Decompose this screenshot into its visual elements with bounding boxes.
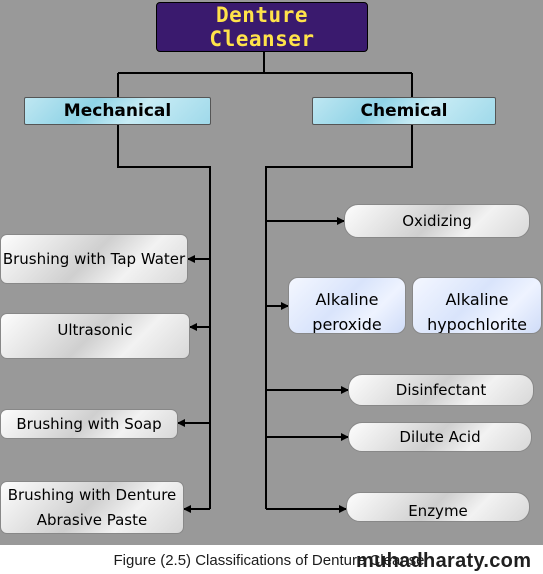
title-connector <box>117 52 413 97</box>
mechanical-box: Mechanical <box>24 97 211 125</box>
brushing-abrasive-paste-box: Brushing with Denture Abrasive Paste <box>0 481 184 534</box>
watermark: muhadharaty.com <box>356 550 532 572</box>
mechanical-trunk <box>117 125 211 509</box>
figure-caption: Figure (2.5) Classifications of Denture … <box>113 551 430 569</box>
dilute-acid-box: Dilute Acid <box>348 422 532 452</box>
chemical-box: Chemical <box>312 97 496 125</box>
brushing-tap-water-box: Brushing with Tap Water <box>0 234 188 284</box>
oxidizing-box: Oxidizing <box>344 204 530 238</box>
ultrasonic-box: Ultrasonic <box>0 313 190 359</box>
title-box: Denture Cleanser <box>156 2 368 52</box>
enzyme-box: Enzyme <box>346 492 530 522</box>
chemical-trunk <box>265 125 413 509</box>
alkaline-hypochlorite-box: Alkaline hypochlorite <box>412 277 542 334</box>
alkaline-peroxide-box: Alkaline peroxide <box>288 277 406 334</box>
disinfectant-box: Disinfectant <box>348 374 534 406</box>
connector-lines <box>117 52 413 513</box>
brushing-soap-box: Brushing with Soap <box>0 409 178 439</box>
diagram: Denture Cleanser Mechanical Chemical Bru… <box>0 0 543 545</box>
